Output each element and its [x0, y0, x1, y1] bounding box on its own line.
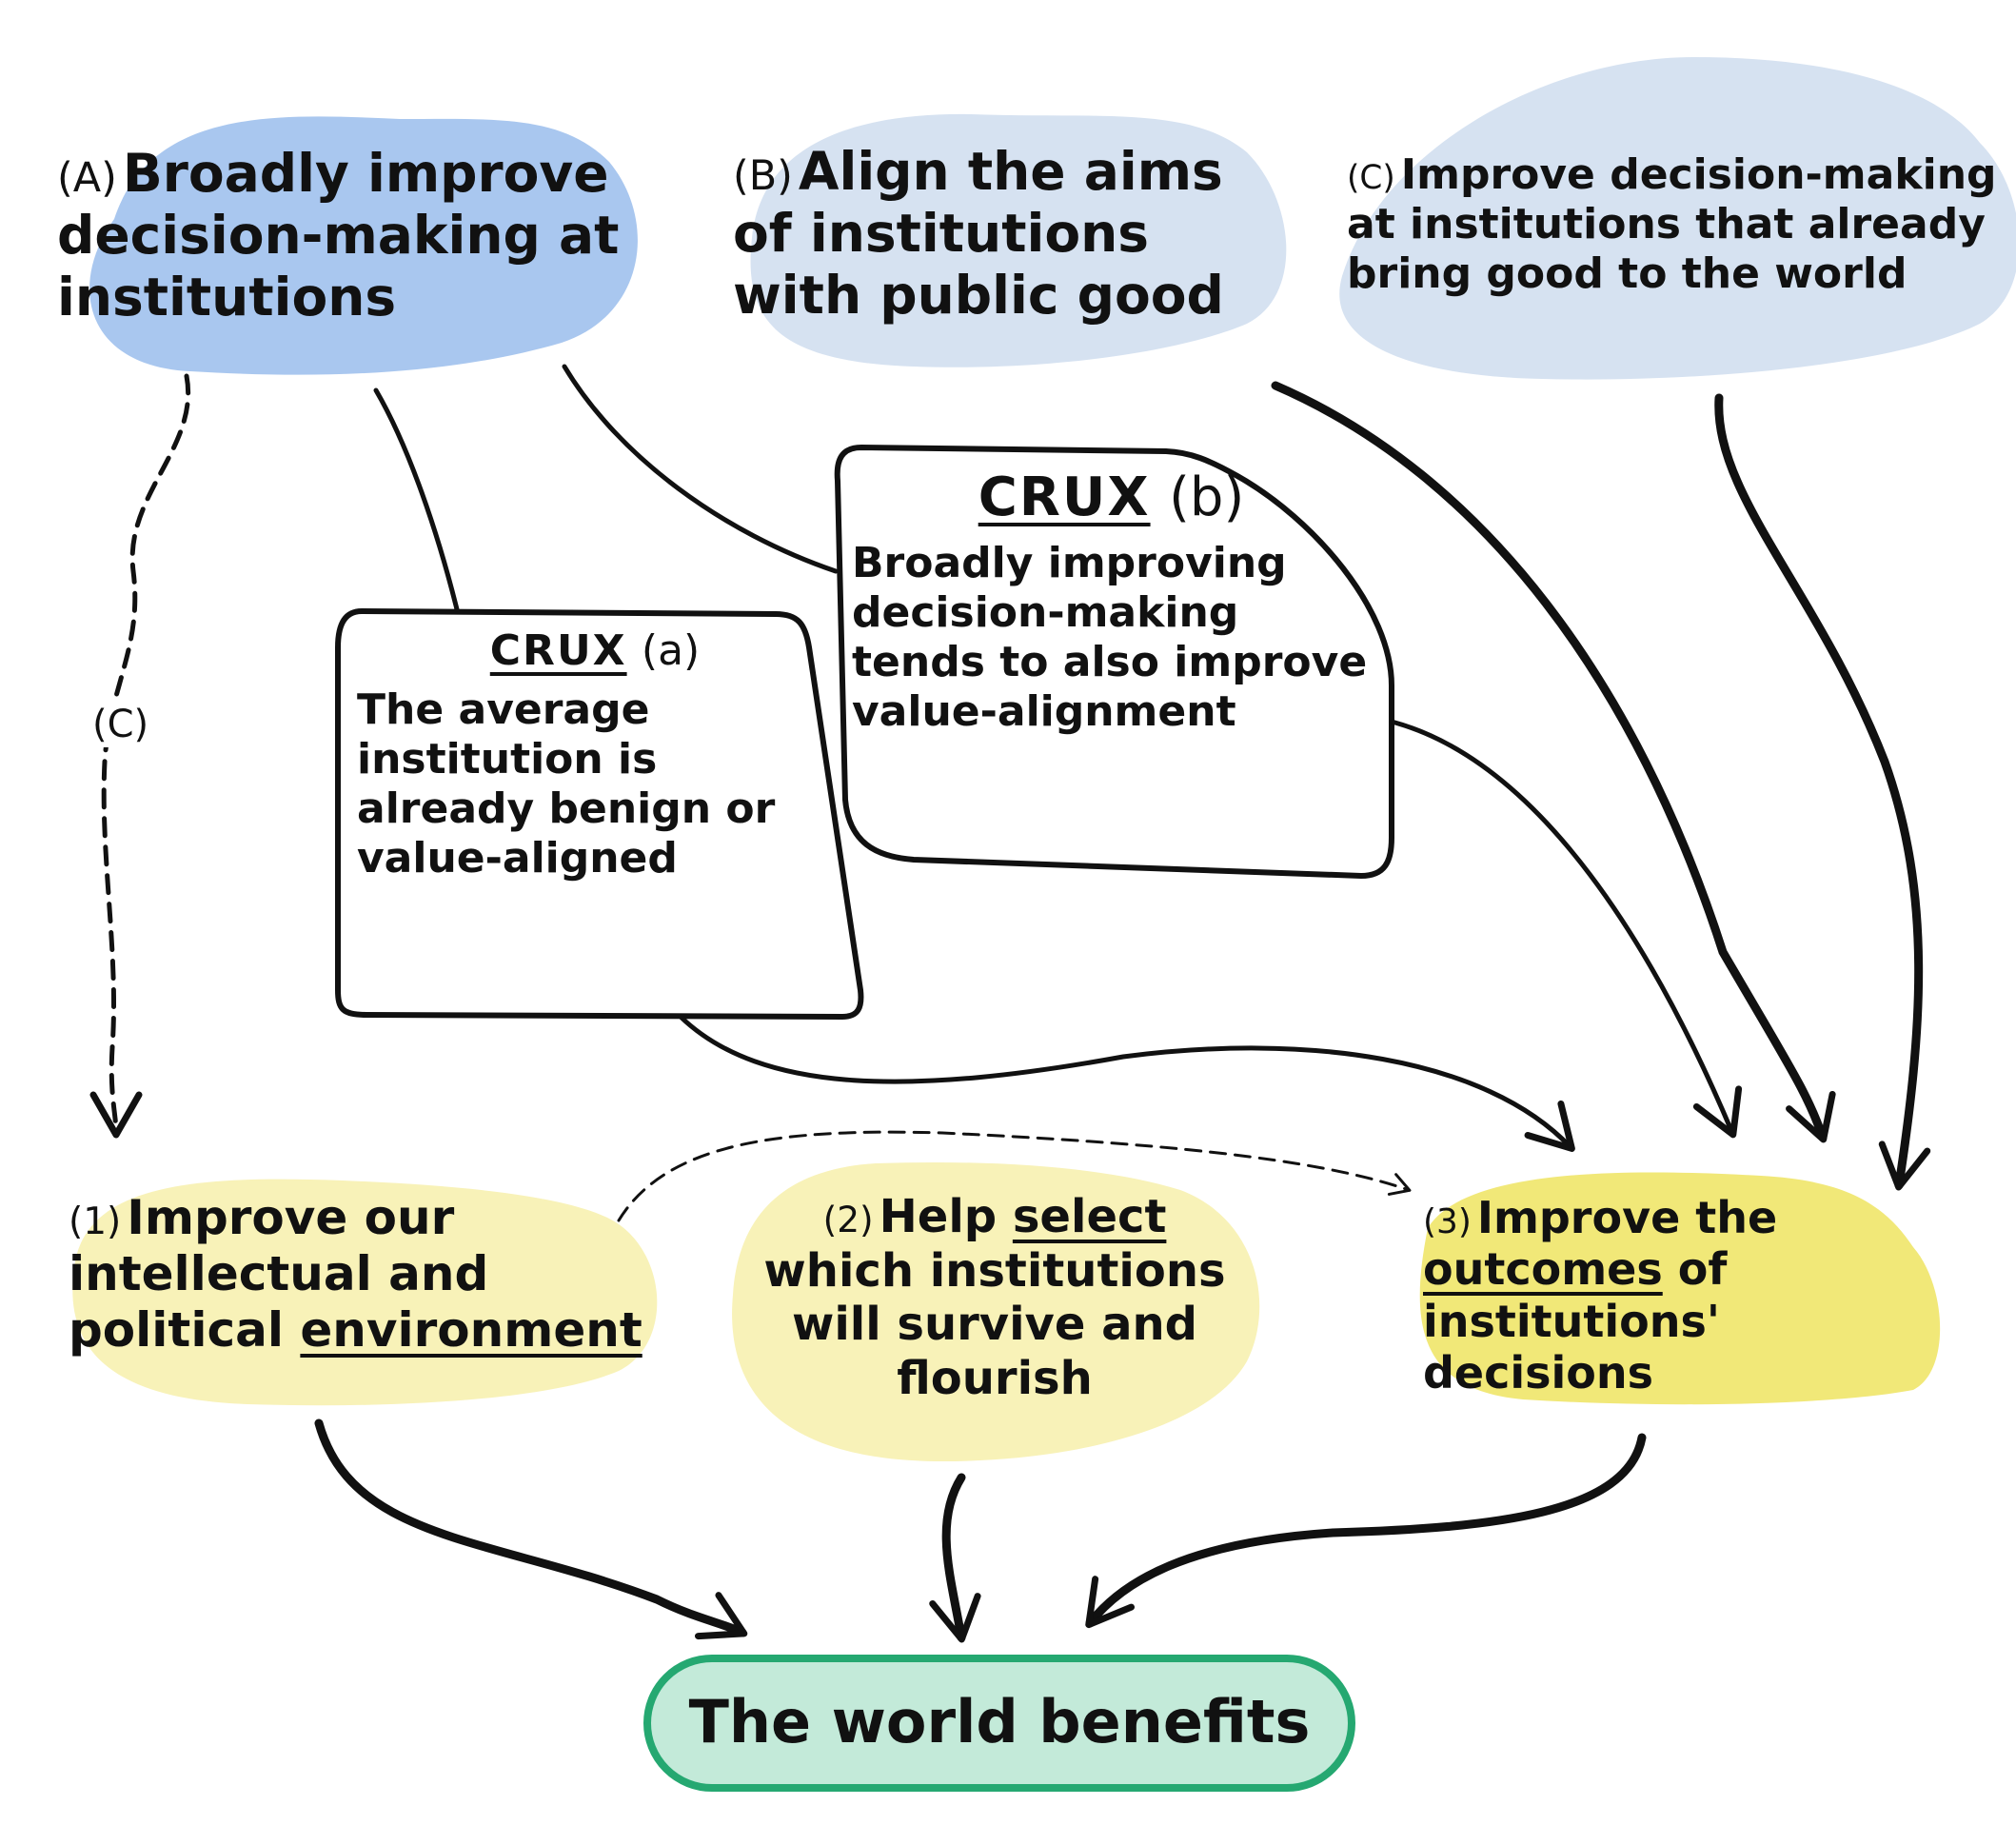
- outcome-2-emph: select: [1012, 1190, 1167, 1243]
- outcome-1-label: (1)Improve our intellectual and politica…: [69, 1190, 642, 1358]
- crux-b-label: CRUX (b) Broadly improving decision-maki…: [852, 466, 1371, 737]
- node-c-text: Improve decision-making at institutions …: [1347, 150, 1997, 298]
- outcome-1-blob: [72, 1179, 658, 1406]
- outcome-2-tag: (2): [822, 1199, 874, 1240]
- crux-a-title: CRUX (a): [489, 626, 701, 675]
- outcome-3-label: (3)Improve the outcomes of institutions'…: [1423, 1192, 1778, 1399]
- node-b-blob: [750, 113, 1287, 367]
- world-node-shape: [643, 1655, 1355, 1792]
- outcome-1-tag: (1): [69, 1200, 122, 1243]
- crux-a-text: The average institution is already benig…: [357, 684, 776, 883]
- edge-c-to-outcome-3: [1714, 393, 1931, 1191]
- crux-b-box: [834, 445, 1394, 879]
- outcome-2-label: (2)Help select which institutions will s…: [763, 1190, 1226, 1405]
- edge-a-to-crux-a: [373, 387, 460, 612]
- node-b-tag: (B): [733, 152, 793, 200]
- node-a-text: Broadly improve decision-making at insti…: [57, 143, 620, 327]
- node-b-label: (B)Align the aims of institutions with p…: [733, 141, 1247, 327]
- edge-outcome-2-to-world: [929, 1473, 981, 1643]
- world-label: The world benefits: [688, 1687, 1311, 1756]
- outcome-3-blob: [1419, 1172, 1941, 1405]
- edge-a-dashed-to-outcome-1: [89, 373, 191, 1139]
- node-c-tag: (C): [1347, 159, 1395, 197]
- outcome-1-emph: environment: [300, 1302, 642, 1358]
- edge-outcome-3-to-world: [1085, 1433, 1647, 1629]
- edge-a-to-crux-b: [562, 364, 839, 574]
- crux-b-text: Broadly improving decision-making tends …: [852, 539, 1368, 736]
- crux-a-label: CRUX (a) The average institution is alre…: [357, 626, 833, 883]
- crux-a-box: [335, 608, 864, 1020]
- node-a-label: (A)Broadly improve decision-making at in…: [57, 143, 628, 328]
- edge-b-to-outcome-3: [1271, 381, 1836, 1143]
- node-a-tag: (A): [57, 154, 117, 202]
- outcome-3-tag: (3): [1423, 1202, 1472, 1241]
- node-c-label: (C)Improve decision-making at institutio…: [1347, 150, 2004, 299]
- outcome-3-emph: outcomes: [1423, 1243, 1663, 1296]
- edge-crux-b-to-outcome-3: [1389, 719, 1743, 1139]
- crux-b-title: CRUX (b): [978, 466, 1245, 528]
- node-c-blob: [1339, 57, 2016, 380]
- node-b-text: Align the aims of institutions with publ…: [733, 141, 1224, 326]
- node-a-blob: [89, 116, 638, 375]
- edge-label-c: (C): [90, 703, 151, 748]
- outcome-2-blob: [732, 1161, 1260, 1461]
- edge-crux-a-to-outcome-3: [678, 1014, 1575, 1152]
- edge-outcome-1-to-world: [314, 1418, 748, 1640]
